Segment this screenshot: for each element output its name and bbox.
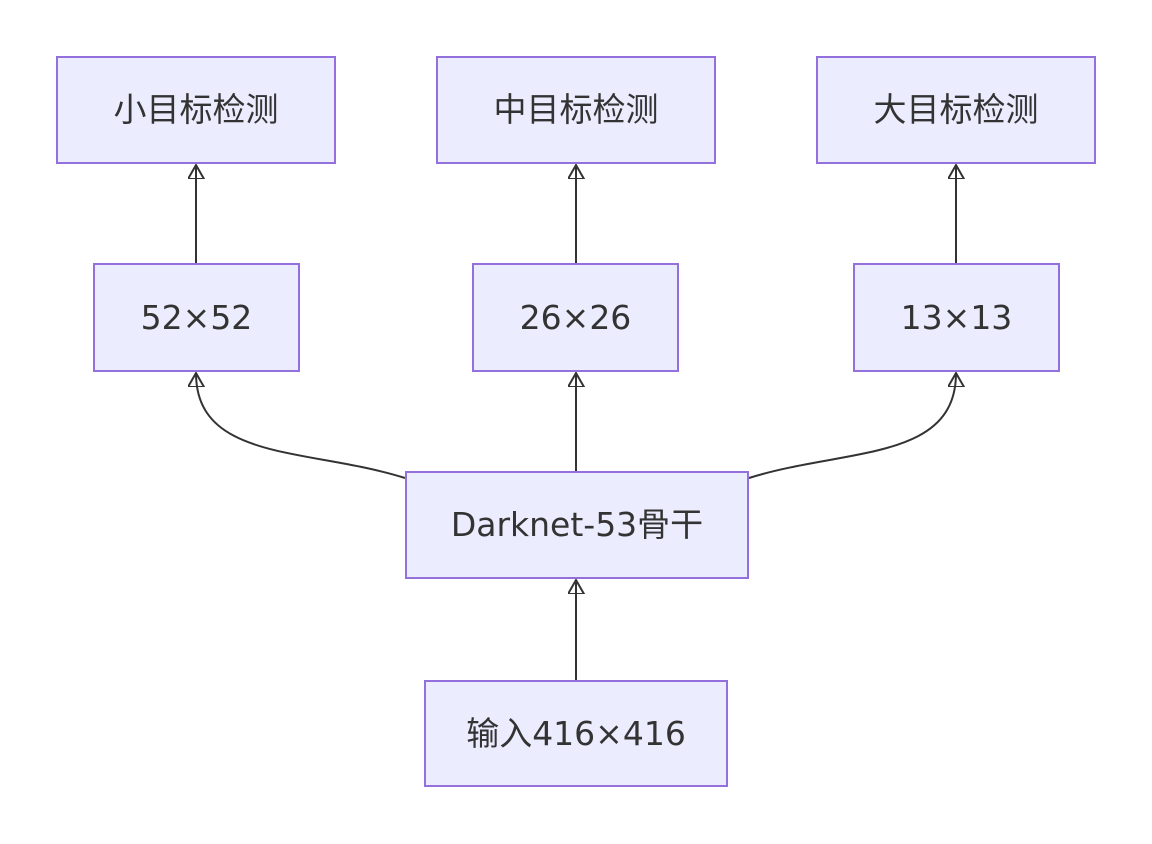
node-input: 输入416×416 (424, 680, 728, 787)
edge-backbone-to-scale-13 (748, 373, 956, 479)
node-scale-13: 13×13 (853, 263, 1060, 372)
node-scale-52-label: 52×52 (140, 297, 253, 337)
node-input-label: 输入416×416 (466, 713, 686, 753)
node-scale-26-label: 26×26 (519, 297, 632, 337)
node-detect-small-label: 小目标检测 (113, 90, 279, 130)
node-scale-13-label: 13×13 (900, 297, 1013, 337)
node-detect-small: 小目标检测 (56, 56, 336, 164)
node-detect-medium: 中目标检测 (436, 56, 716, 164)
node-detect-large: 大目标检测 (816, 56, 1096, 164)
node-detect-medium-label: 中目标检测 (493, 90, 659, 130)
node-detect-large-label: 大目标检测 (873, 90, 1039, 130)
node-scale-26: 26×26 (472, 263, 679, 372)
edge-backbone-to-scale-52 (196, 373, 406, 479)
node-scale-52: 52×52 (93, 263, 300, 372)
node-backbone-label: Darknet-53骨干 (450, 505, 704, 545)
node-backbone: Darknet-53骨干 (405, 471, 749, 579)
